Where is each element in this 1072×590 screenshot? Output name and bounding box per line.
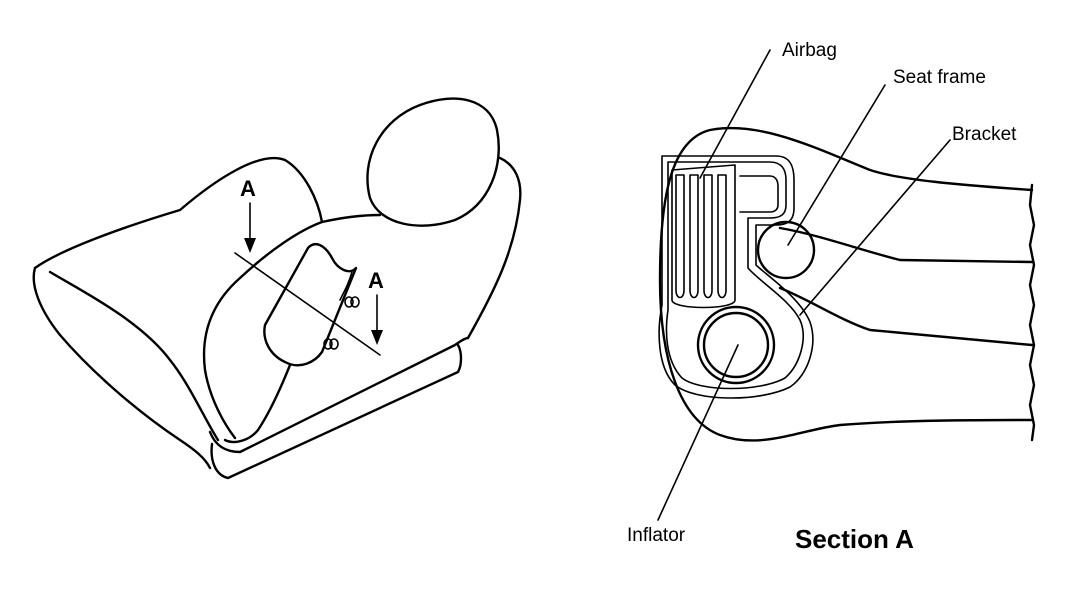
seat-frame-tube (756, 220, 816, 280)
airbag-housing (665, 161, 804, 390)
module-bolts (323, 296, 360, 350)
seat-cushion (32, 266, 220, 470)
section-arrow-left (244, 202, 256, 253)
inflator (696, 305, 776, 385)
label-inflator: Inflator (627, 525, 686, 546)
seat-back-front (202, 220, 324, 440)
leader-airbag (699, 49, 771, 179)
leader-seat-frame (787, 84, 886, 246)
seat-back (33, 156, 522, 340)
section-view: Airbag Seat frame Bracket Inflator Secti… (627, 40, 1036, 554)
leader-bracket (799, 139, 951, 316)
section-arrow-right (371, 294, 383, 345)
section-line (234, 252, 381, 356)
label-airbag: Airbag (782, 40, 837, 61)
section-marker-left: A (240, 176, 256, 201)
leader-inflator (657, 344, 739, 521)
section-marker-right: A (368, 268, 384, 293)
folded-airbag (671, 164, 736, 309)
label-seat-frame: Seat frame (893, 67, 986, 88)
section-caption: Section A (795, 524, 914, 554)
section-outline (658, 126, 1034, 442)
airbag-module (263, 243, 358, 367)
headrest (366, 97, 500, 227)
seat-illustration: A A (32, 97, 522, 480)
wire-harness (223, 363, 292, 444)
seat-base (208, 336, 470, 480)
label-bracket: Bracket (952, 124, 1017, 145)
